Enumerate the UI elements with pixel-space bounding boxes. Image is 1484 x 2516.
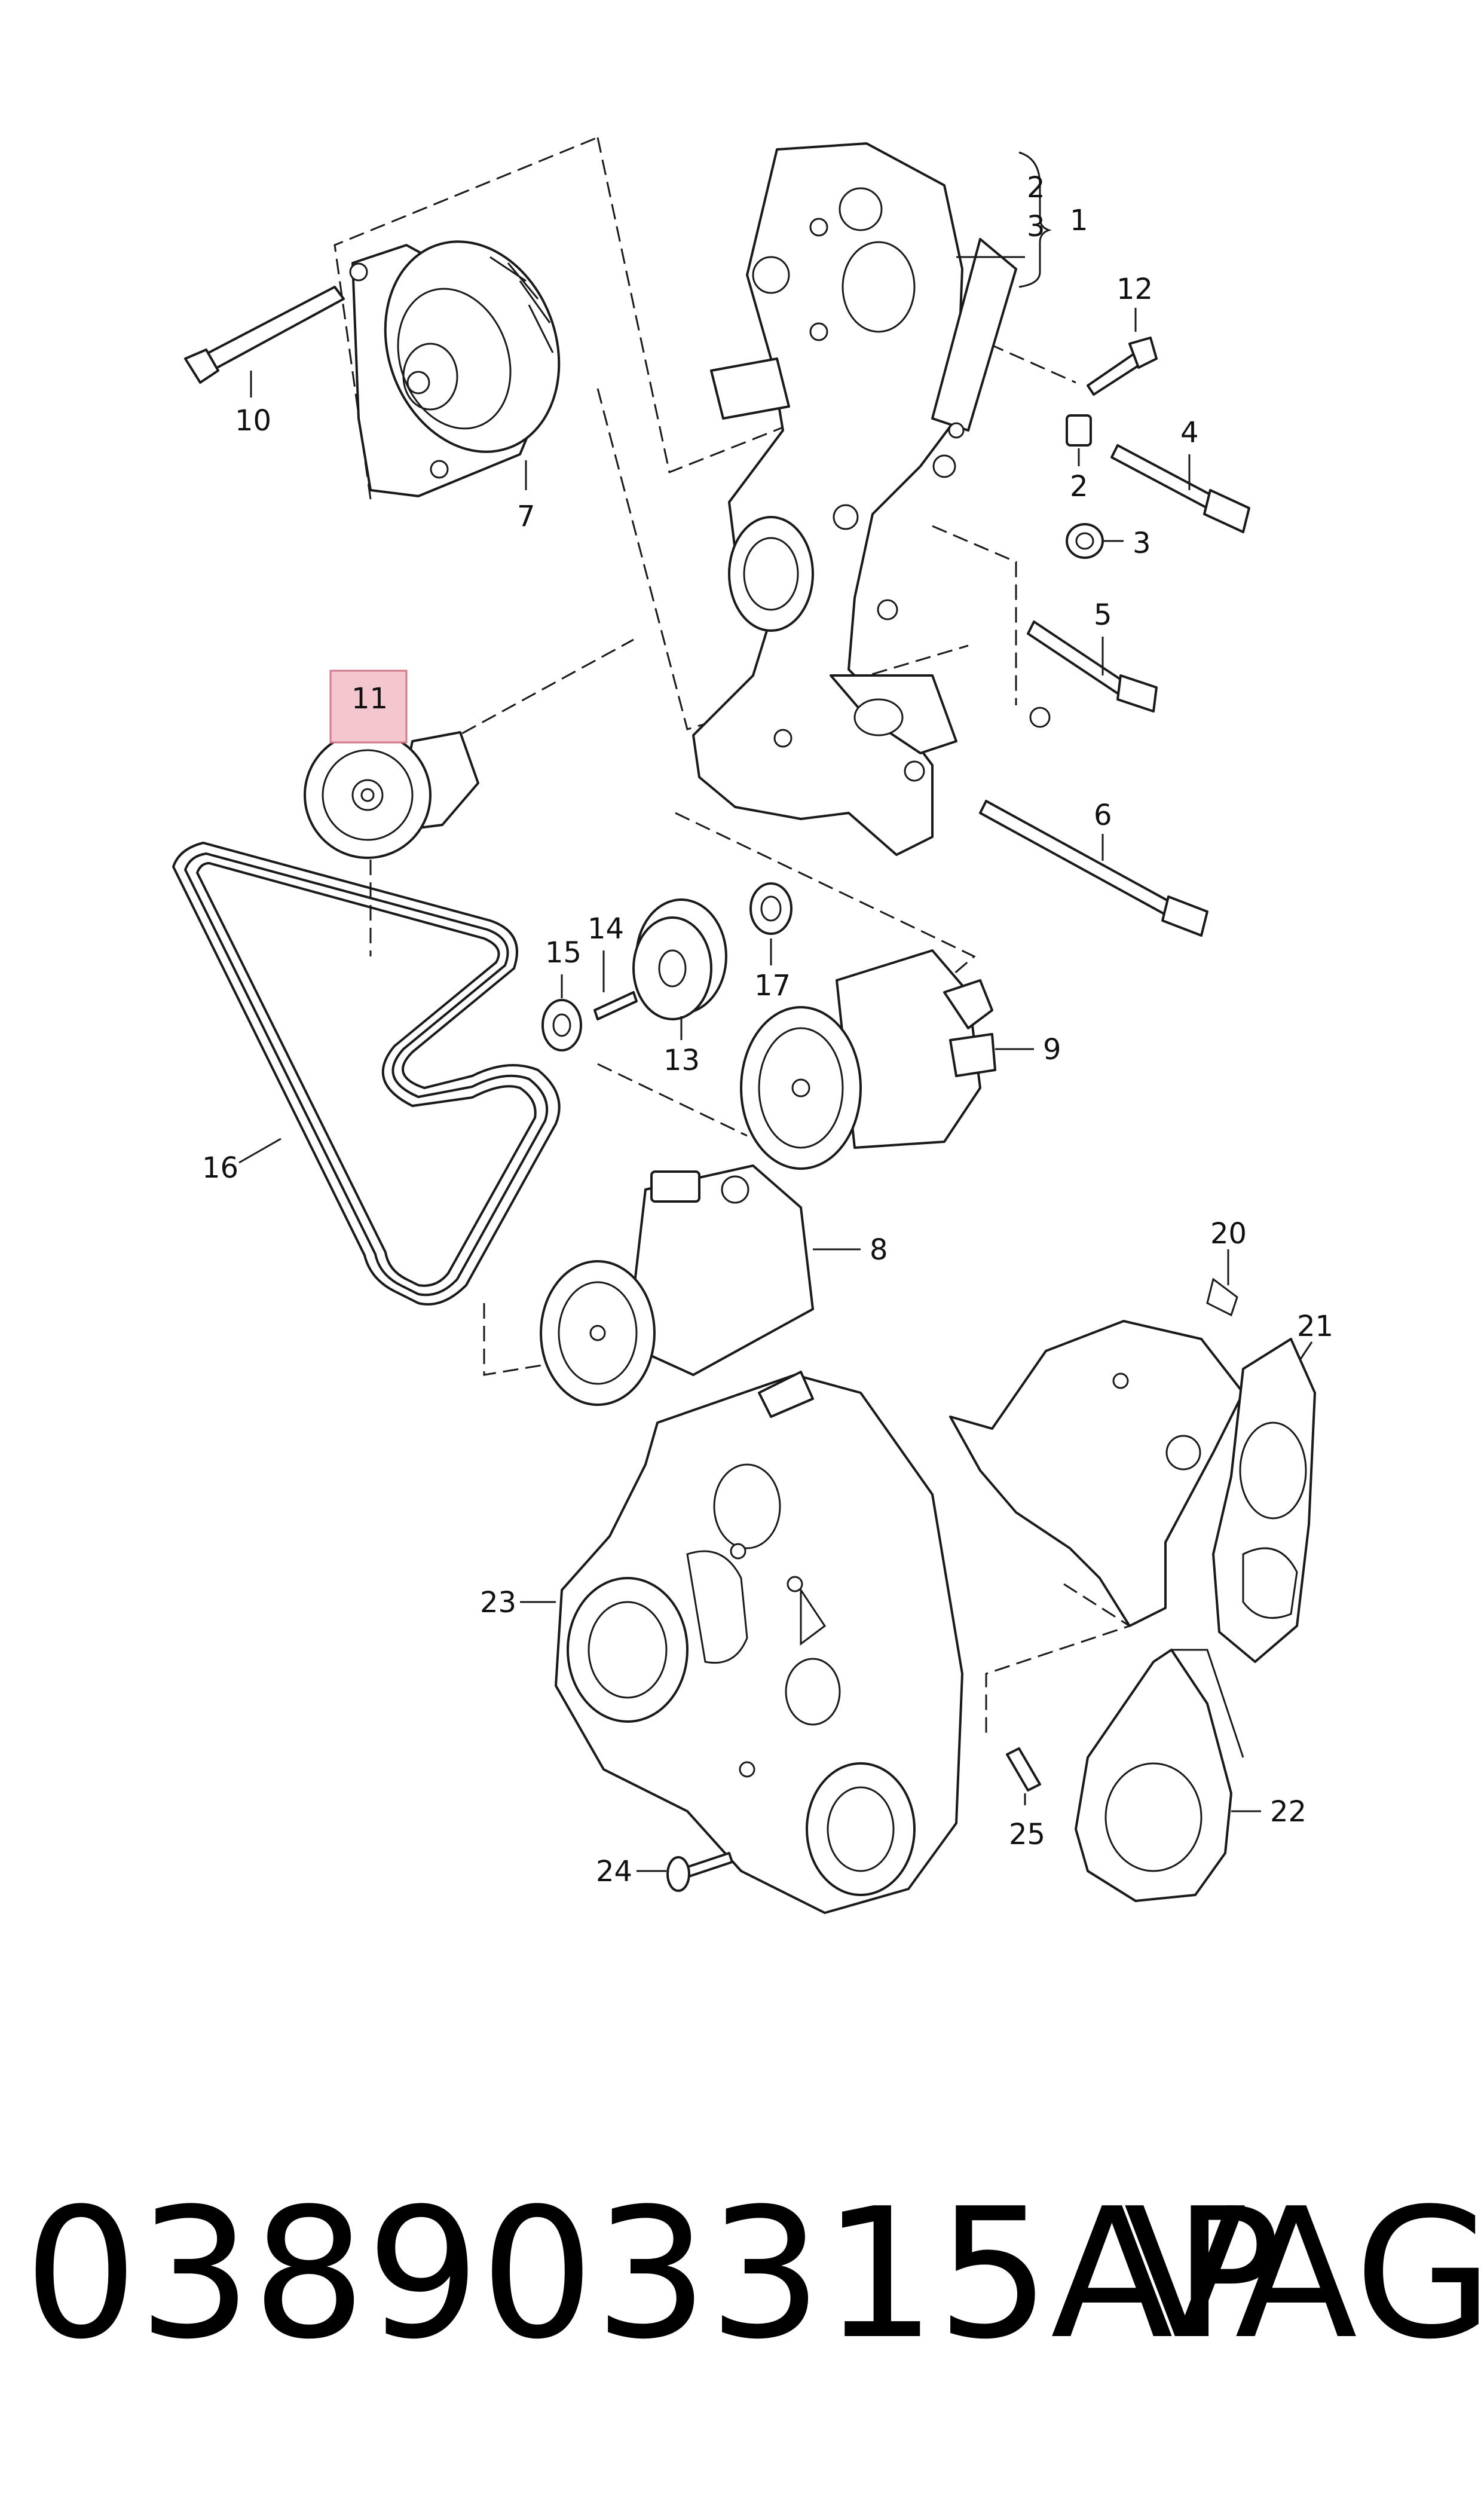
- washer-17: [749, 882, 793, 935]
- callout-20: 20: [1210, 1217, 1247, 1251]
- callout-6: 6: [1094, 799, 1112, 832]
- callout-21: 21: [1297, 1310, 1333, 1343]
- callout-3b: 3: [1133, 527, 1151, 560]
- callout-5: 5: [1094, 598, 1112, 632]
- washer-15: [541, 999, 582, 1051]
- callout-labels: 1 2 3 12 4 2 3 5 6 7 10 11 14 15 17 13 9…: [202, 171, 1333, 1888]
- bolt-6: [979, 800, 1208, 937]
- bolt-4: [1110, 444, 1250, 533]
- dowel-pin-25: [1006, 1747, 1041, 1792]
- callout-2b: 2: [1070, 470, 1088, 503]
- brand-name: VAG: [1124, 2170, 1484, 2379]
- bolt-10: [184, 286, 345, 384]
- callout-13: 13: [663, 1044, 700, 1077]
- callout-1: 1: [1070, 204, 1088, 237]
- cover-21: [1212, 1338, 1316, 1663]
- bolt-14: [593, 991, 638, 1020]
- alternator-7: [349, 240, 561, 497]
- ac-compressor-8: [540, 1164, 814, 1406]
- callout-4: 4: [1180, 416, 1199, 450]
- part-number: 038903315AP: [24, 2170, 1281, 2379]
- callout-14: 14: [588, 912, 624, 946]
- bolt-12: [1087, 337, 1158, 396]
- callout-25: 25: [1009, 1818, 1045, 1851]
- callout-2a: 2: [1027, 171, 1045, 204]
- callout-16: 16: [202, 1151, 238, 1185]
- spacer-2: [1066, 414, 1092, 447]
- callout-7: 7: [517, 500, 536, 533]
- callout-24: 24: [596, 1855, 632, 1888]
- rear-cover-20: [949, 1277, 1244, 1627]
- callout-15: 15: [545, 936, 582, 970]
- callout-17: 17: [754, 969, 791, 1002]
- screw-24: [666, 1852, 733, 1892]
- tensioner-pulley-11: [304, 731, 479, 859]
- lower-cover-22: [1075, 1649, 1244, 1902]
- timing-cover-23: [555, 1371, 963, 1914]
- bracket-1: [692, 142, 1051, 856]
- callout-22: 22: [1270, 1795, 1306, 1829]
- ribbed-belt-16: [172, 841, 561, 1306]
- callout-12: 12: [1116, 273, 1153, 306]
- pulley-13: [632, 898, 727, 1020]
- leader-lines: [238, 151, 1313, 1872]
- highlight-box-11: [329, 669, 408, 744]
- callout-10: 10: [235, 404, 271, 438]
- power-steering-pump-9: [740, 949, 996, 1170]
- bolt-5: [1027, 620, 1158, 713]
- callout-3a: 3: [1027, 210, 1045, 243]
- callout-23: 23: [480, 1586, 516, 1619]
- spacer-3: [1066, 523, 1104, 559]
- callout-9: 9: [1043, 1033, 1061, 1066]
- callout-8: 8: [870, 1233, 888, 1267]
- callout-11: 11: [351, 682, 388, 716]
